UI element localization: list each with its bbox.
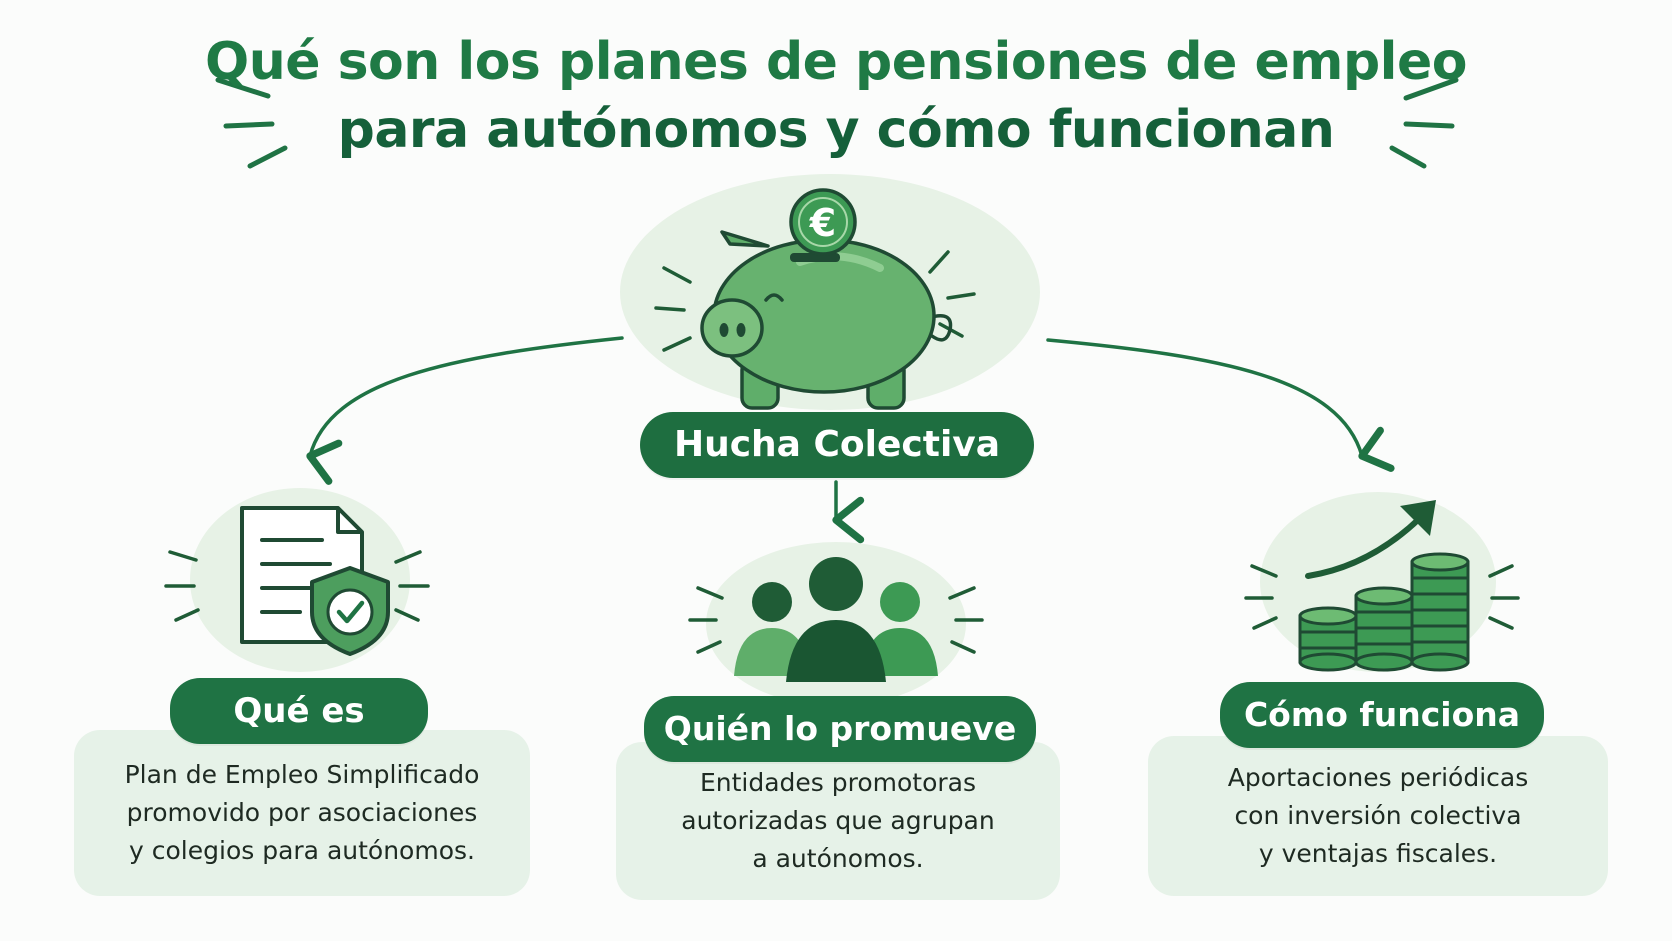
section-label-como-funciona: Cómo funciona bbox=[1220, 682, 1544, 748]
section-text-line: a autónomos. bbox=[752, 844, 924, 873]
section-text-line: Aportaciones periódicas bbox=[1227, 763, 1529, 792]
section-card-como-funciona: Aportaciones periódicas con inversión co… bbox=[1148, 736, 1608, 896]
title-decoration-left bbox=[215, 77, 288, 169]
section-text-que-es: Plan de Empleo Simplificado promovido po… bbox=[125, 756, 480, 870]
section-text-line: y ventajas fiscales. bbox=[1258, 839, 1498, 868]
section-text-line: autorizadas que agrupan bbox=[681, 806, 995, 835]
coin-symbol: € bbox=[809, 201, 836, 245]
document-shield-icon bbox=[164, 506, 430, 656]
coins-growth-icon bbox=[1244, 500, 1520, 672]
title-line-1: Qué son los planes de pensiones de emple… bbox=[204, 32, 1468, 92]
section-text-quien-lo-promueve: Entidades promotoras autorizadas que agr… bbox=[681, 764, 994, 878]
section-label-quien-lo-promueve: Quién lo promueve bbox=[644, 696, 1036, 762]
center-label: Hucha Colectiva bbox=[640, 412, 1034, 478]
section-text-line: con inversión colectiva bbox=[1234, 801, 1522, 830]
section-card-que-es: Plan de Empleo Simplificado promovido po… bbox=[74, 730, 530, 896]
arrow-to-que-es bbox=[306, 336, 624, 485]
title-line-2: para autónomos y cómo funcionan bbox=[337, 100, 1335, 160]
section-text-line: y colegios para autónomos. bbox=[129, 836, 475, 865]
title-decoration-right bbox=[1389, 77, 1459, 169]
piggy-bank-icon: € bbox=[654, 188, 976, 410]
people-group-icon bbox=[688, 557, 984, 682]
section-text-como-funciona: Aportaciones periódicas con inversión co… bbox=[1228, 759, 1529, 873]
section-card-quien-lo-promueve: Entidades promotoras autorizadas que agr… bbox=[616, 742, 1060, 900]
section-text-line: Entidades promotoras bbox=[699, 768, 977, 797]
arrow-to-como-funciona bbox=[1046, 338, 1395, 472]
section-text-line: promovido por asociaciones bbox=[126, 798, 478, 827]
diagram-title: Qué son los planes de pensiones de emple… bbox=[0, 28, 1672, 164]
section-label-que-es: Qué es bbox=[170, 678, 428, 744]
section-text-line: Plan de Empleo Simplificado bbox=[124, 760, 480, 789]
